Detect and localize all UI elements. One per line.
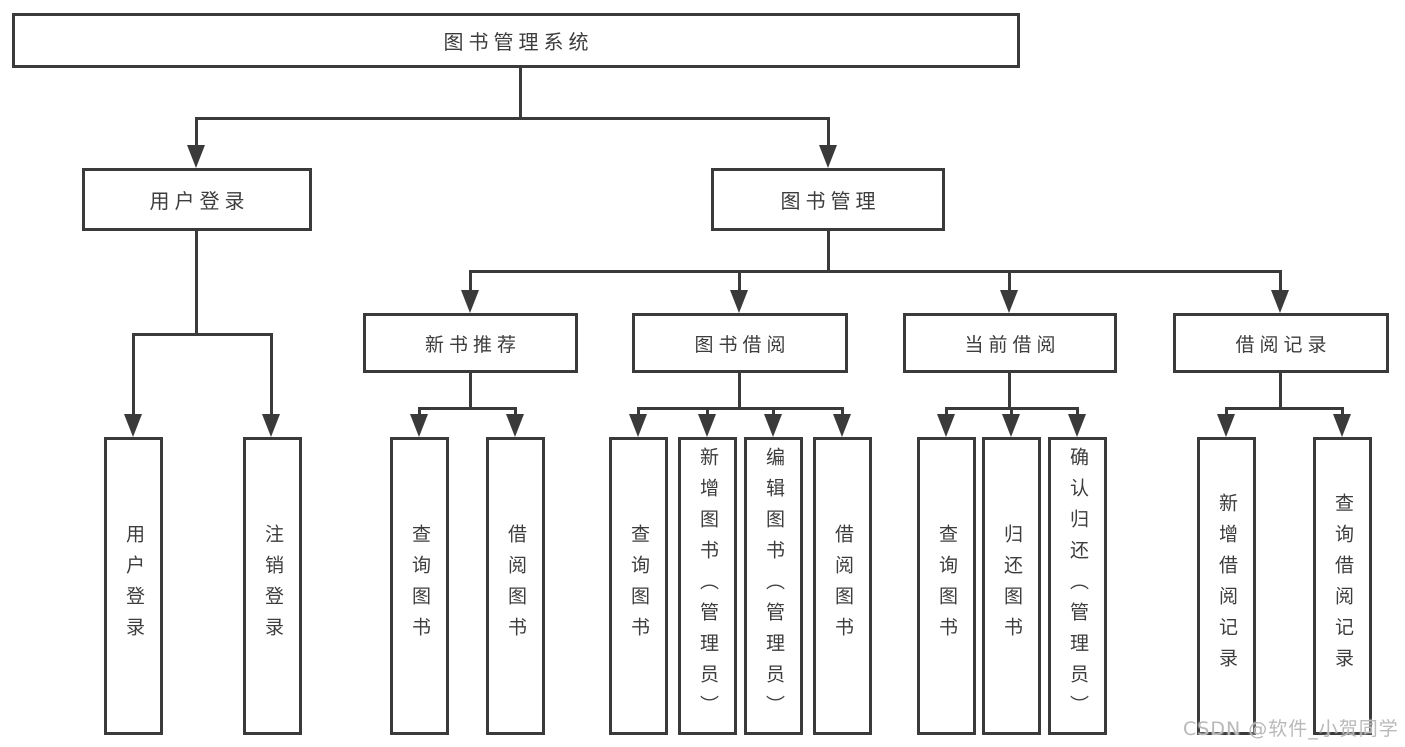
arrow-down-icon [1333, 414, 1351, 437]
connector-group-stem [469, 373, 472, 409]
leaf-add-borrow-record-label: 新增借阅记录 [1216, 493, 1238, 679]
leaf-edit-book-admin: 编辑图书（管理员） [744, 437, 803, 735]
connector-shaft [1010, 407, 1013, 419]
leaf-query-book-recommend: 查询图书 [390, 437, 449, 735]
leaf-query-book-current-label: 查询图书 [936, 524, 958, 648]
arrow-down-icon [187, 145, 205, 168]
leaf-confirm-return-admin-label: 确认归还（管理员） [1067, 446, 1089, 726]
connector-userlogin-bus [132, 333, 273, 336]
connector-level3-bus [469, 270, 1282, 273]
node-root: 图书管理系统 [12, 13, 1020, 68]
connector-level2-bus [195, 117, 830, 120]
arrow-down-icon [764, 414, 782, 437]
node-current-borrow: 当前借阅 [903, 313, 1117, 373]
arrow-down-icon [1002, 414, 1020, 437]
connector-userlogin-stem [195, 231, 198, 335]
arrow-down-icon [937, 414, 955, 437]
arrow-down-icon [833, 414, 851, 437]
node-borrow-records-label: 借阅记录 [1235, 333, 1332, 356]
leaf-add-book-admin-label: 新增图书（管理员） [697, 446, 719, 726]
connector-shaft [469, 270, 472, 294]
leaf-add-borrow-record: 新增借阅记录 [1197, 437, 1256, 735]
connector-group-stem [738, 373, 741, 409]
leaf-logout: 注销登录 [243, 437, 302, 735]
node-book-borrow-label: 图书借阅 [694, 333, 791, 356]
connector-shaft [827, 117, 830, 147]
connector-shaft [1076, 407, 1079, 419]
arrow-down-icon [1000, 290, 1018, 313]
leaf-query-book-recommend-label: 查询图书 [409, 524, 431, 648]
node-user-login-label: 用户登录 [149, 189, 250, 213]
connector-shaft [1341, 407, 1344, 419]
arrow-down-icon [506, 414, 524, 437]
connector-group2-bus [637, 407, 844, 410]
connector-shaft [637, 407, 640, 419]
leaf-edit-book-admin-label: 编辑图书（管理员） [763, 446, 785, 726]
leaf-confirm-return-admin: 确认归还（管理员） [1048, 437, 1107, 735]
connector-shaft [418, 407, 421, 419]
arrow-down-icon [461, 290, 479, 313]
connector-shaft [945, 407, 948, 419]
node-book-borrow: 图书借阅 [632, 313, 848, 373]
leaf-borrow-book-recommend-label: 借阅图书 [505, 524, 527, 648]
node-user-login: 用户登录 [82, 168, 312, 231]
leaf-borrow-book-recommend: 借阅图书 [486, 437, 545, 735]
leaf-query-book-borrow: 查询图书 [609, 437, 668, 735]
arrow-down-icon [1217, 414, 1235, 437]
connector-shaft [738, 270, 741, 294]
node-book-management: 图书管理 [711, 168, 945, 231]
connector-shaft [1225, 407, 1228, 419]
leaf-query-borrow-record: 查询借阅记录 [1313, 437, 1372, 735]
connector-shaft [706, 407, 709, 419]
connector-shaft [1008, 270, 1011, 294]
leaf-borrow-book-label: 借阅图书 [832, 524, 854, 648]
node-new-book-recommend: 新书推荐 [363, 313, 578, 373]
arrow-down-icon [124, 414, 142, 437]
connector-shaft [772, 407, 775, 419]
leaf-query-borrow-record-label: 查询借阅记录 [1332, 493, 1354, 679]
leaf-borrow-book: 借阅图书 [813, 437, 872, 735]
leaf-query-book-current: 查询图书 [917, 437, 976, 735]
arrow-down-icon [819, 145, 837, 168]
connector-shaft [195, 117, 198, 147]
arrow-down-icon [698, 414, 716, 437]
leaf-logout-label: 注销登录 [262, 524, 284, 648]
node-book-management-label: 图书管理 [780, 189, 881, 213]
connector-group3-bus [945, 407, 1079, 410]
watermark: CSDN @软件_小贺同学 [1183, 718, 1399, 740]
arrow-down-icon [730, 290, 748, 313]
arrow-down-icon [410, 414, 428, 437]
arrow-down-icon [1068, 414, 1086, 437]
connector-shaft [841, 407, 844, 419]
node-root-label: 图书管理系统 [443, 30, 594, 54]
leaf-user-login: 用户登录 [104, 437, 163, 735]
connector-bookmgmt-stem [827, 231, 830, 272]
leaf-return-book-label: 归还图书 [1001, 524, 1023, 648]
arrow-down-icon [262, 414, 280, 437]
connector-shaft [132, 333, 135, 417]
leaf-return-book: 归还图书 [982, 437, 1041, 735]
connector-group1-bus [418, 407, 517, 410]
connector-group-stem [1279, 373, 1282, 409]
connector-group4-bus [1225, 407, 1344, 410]
node-current-borrow-label: 当前借阅 [964, 333, 1061, 356]
node-new-book-recommend-label: 新书推荐 [424, 333, 521, 356]
connector-shaft [1279, 270, 1282, 294]
leaf-user-login-label: 用户登录 [123, 524, 145, 648]
connector-root-stem [519, 68, 522, 118]
arrow-down-icon [1271, 290, 1289, 313]
leaf-add-book-admin: 新增图书（管理员） [678, 437, 737, 735]
connector-group-stem [1008, 373, 1011, 409]
connector-shaft [514, 407, 517, 419]
arrow-down-icon [629, 414, 647, 437]
leaf-query-book-borrow-label: 查询图书 [628, 524, 650, 648]
node-borrow-records: 借阅记录 [1173, 313, 1389, 373]
connector-shaft [270, 333, 273, 417]
